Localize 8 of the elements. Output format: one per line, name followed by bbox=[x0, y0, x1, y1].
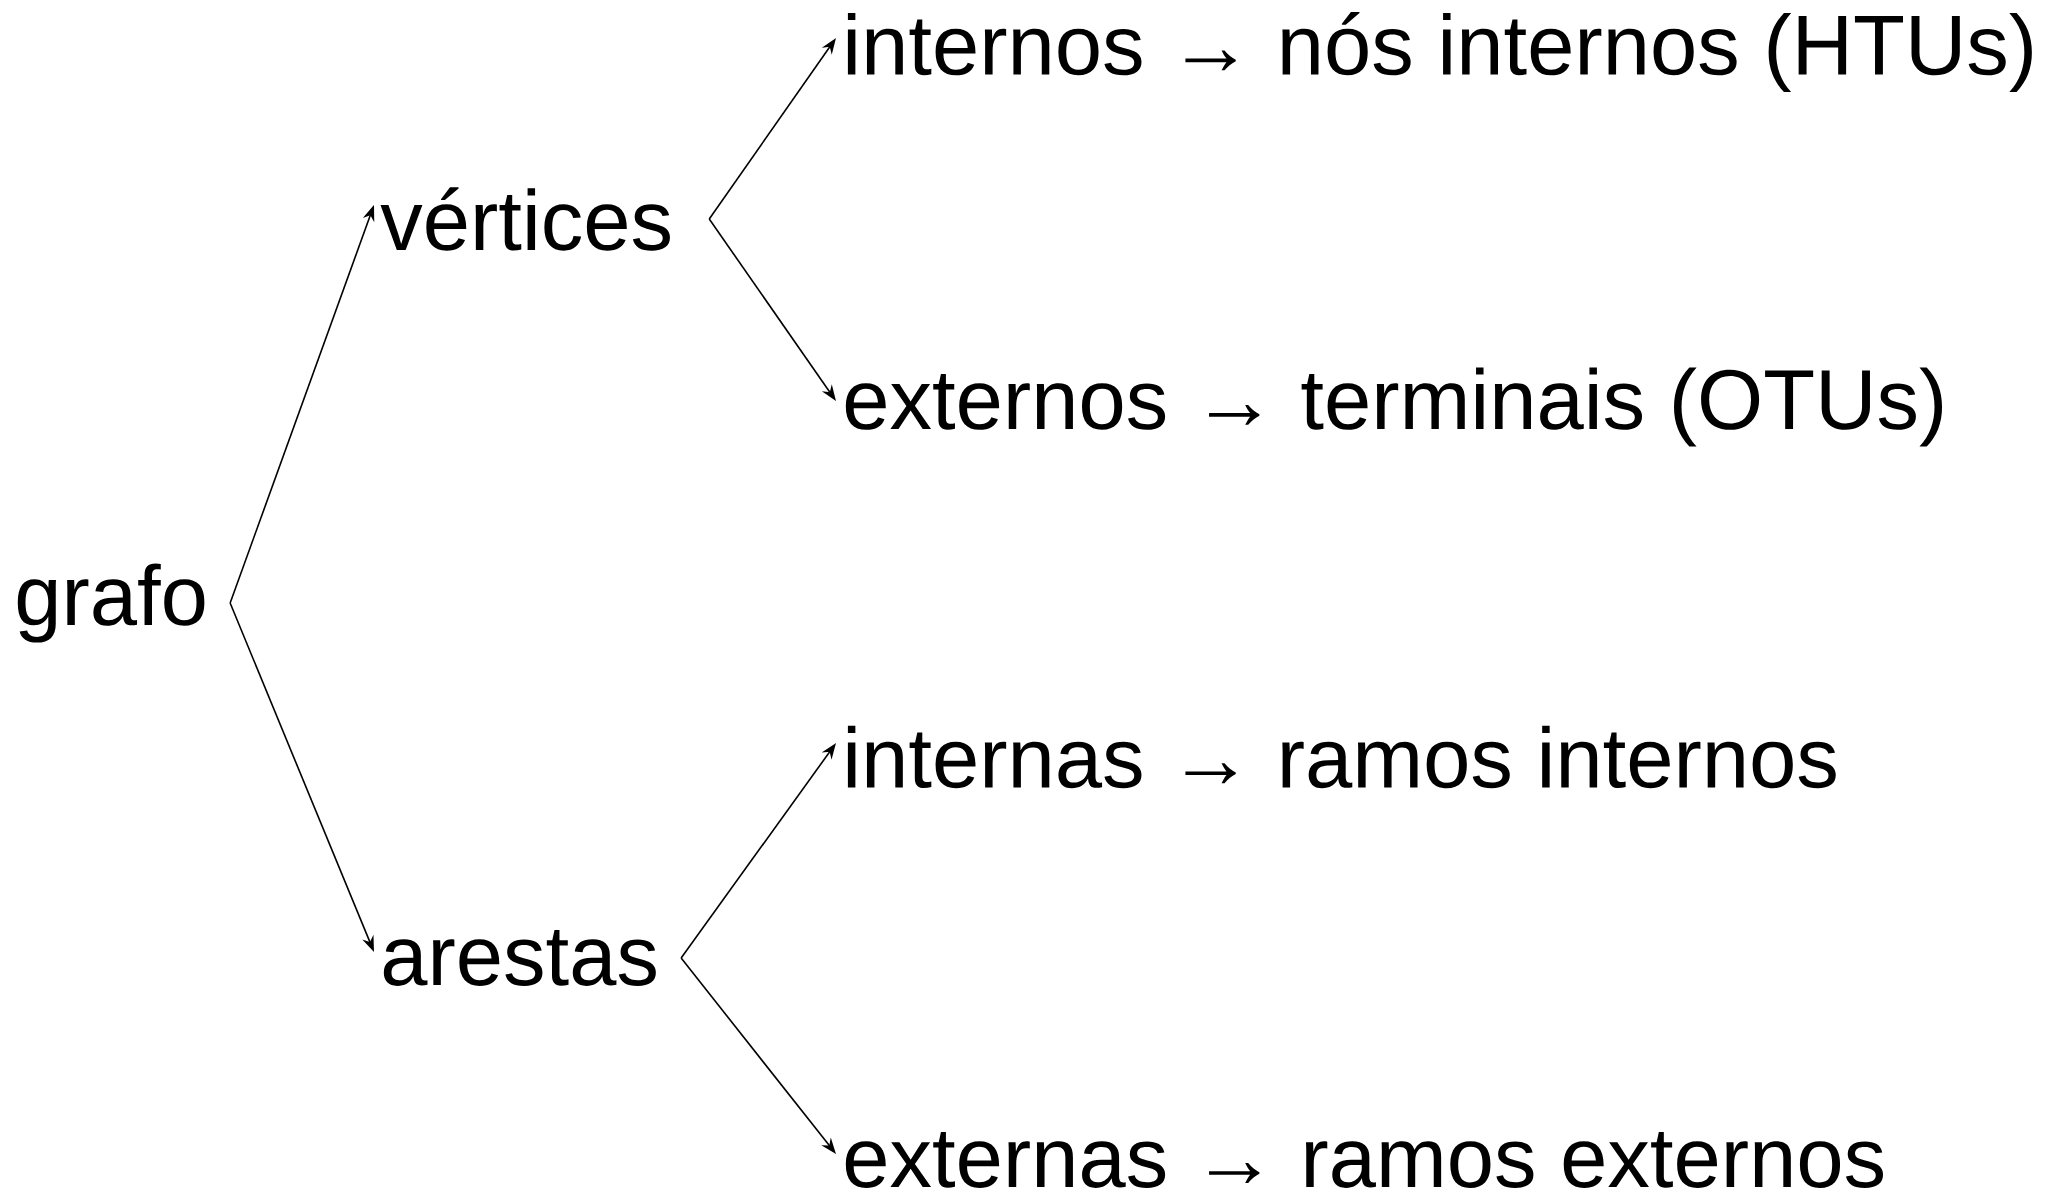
node-label: grafo bbox=[17, 563, 205, 643]
node-label: externas → ramos externos bbox=[845, 1132, 1883, 1188]
arrow bbox=[680, 957, 836, 1154]
node-label: externos → terminais (OTUs) bbox=[845, 367, 1943, 447]
node-label: arestas bbox=[383, 930, 656, 986]
node-label: internos → nós internos (HTUs) bbox=[847, 11, 2032, 93]
node-label: vértices bbox=[380, 187, 670, 251]
node-label: internas → ramos internos bbox=[847, 725, 1836, 789]
